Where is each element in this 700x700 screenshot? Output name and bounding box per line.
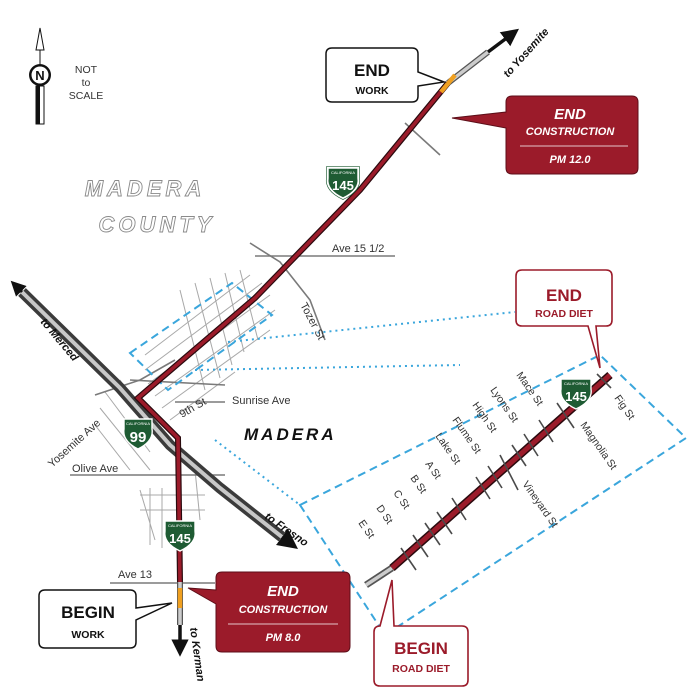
svg-text:CALIFORNIA: CALIFORNIA [126,421,150,426]
work-zone-north [439,73,457,94]
svg-text:CONSTRUCTION: CONSTRUCTION [239,604,329,616]
svg-text:ROAD DIET: ROAD DIET [535,308,593,320]
svg-text:WORK: WORK [355,85,389,97]
label-olive: Olive Ave [72,463,118,475]
svg-text:CONSTRUCTION: CONSTRUCTION [526,126,616,138]
label-c: C St [391,488,413,512]
label-fig: Fig St [612,393,638,422]
svg-text:PM 12.0: PM 12.0 [550,154,592,166]
callout-end-road-diet: END ROAD DIET [515,269,613,369]
label-mace: Mace St [514,370,546,408]
label-tozer: Tozer St [297,301,327,342]
inset-outline [128,281,688,637]
svg-text:WORK: WORK [71,629,105,641]
svg-text:145: 145 [565,389,587,404]
sr145-shield-north: CALIFORNIA 145 [325,166,361,200]
sr99-freeway [10,280,298,549]
callout-end-construction-south: END CONSTRUCTION PM 8.0 [187,571,351,653]
label-high: High St [470,400,500,435]
not-to-scale-note: NOT to SCALE [69,64,103,102]
svg-text:BEGIN: BEGIN [61,603,115,622]
svg-text:END: END [546,286,582,305]
street-tozer [249,242,326,341]
county-label-line-2: COUNTY [99,212,216,237]
svg-text:CALIFORNIA: CALIFORNIA [168,523,192,528]
label-magnolia: Magnolia St [578,420,620,472]
svg-text:CALIFORNIA: CALIFORNIA [331,170,355,175]
callout-begin-work: BEGIN WORK [38,589,173,649]
city-label: MADERA [244,425,337,444]
svg-text:BEGIN: BEGIN [394,639,448,658]
svg-text:CALIFORNIA: CALIFORNIA [564,381,588,386]
scale-line-3: SCALE [69,90,103,102]
north-label: N [35,68,44,83]
svg-text:END: END [267,583,299,600]
label-vineyard: Vineyard St [520,479,561,530]
inset-source-box [128,281,274,392]
label-sunrise: Sunrise Ave [232,395,291,407]
svg-text:PM 8.0: PM 8.0 [266,632,302,644]
scale-line-1: NOT [75,64,98,76]
callout-end-construction-north: END CONSTRUCTION PM 12.0 [451,95,639,175]
sr145-shield-inset: CALIFORNIA 145 [560,378,592,410]
callout-begin-road-diet: BEGIN ROAD DIET [373,579,469,687]
label-e: E St [356,518,377,541]
north-arrow-icon: N [29,27,51,125]
inset-detail-box [298,353,688,637]
label-d: D St [374,503,396,527]
label-ave-13: Ave 13 [118,569,152,581]
label-a: A St [423,459,444,482]
label-ave-15-half: Ave 15 1/2 [332,243,384,255]
label-to-kerman: to Kerman [187,627,206,683]
label-b: B St [408,473,429,496]
label-9th: 9th St [178,396,209,421]
label-lake: Lake St [433,431,463,467]
sr99-shield: CALIFORNIA 99 [123,418,153,450]
svg-text:99: 99 [130,429,147,446]
scale-line-2: to [82,77,91,89]
sr145-shield-south: CALIFORNIA 145 [164,520,196,552]
label-to-yosemite: to Yosemite [501,26,551,80]
street-yosemite-ave [94,359,176,396]
county-label-line-1: MADERA [85,176,206,201]
svg-text:145: 145 [169,531,191,546]
svg-text:ROAD DIET: ROAD DIET [392,663,450,675]
callout-end-work: END WORK [325,47,447,103]
sr145-route [133,28,519,657]
svg-text:145: 145 [332,178,354,193]
svg-text:END: END [554,106,586,123]
svg-text:END: END [354,61,390,80]
